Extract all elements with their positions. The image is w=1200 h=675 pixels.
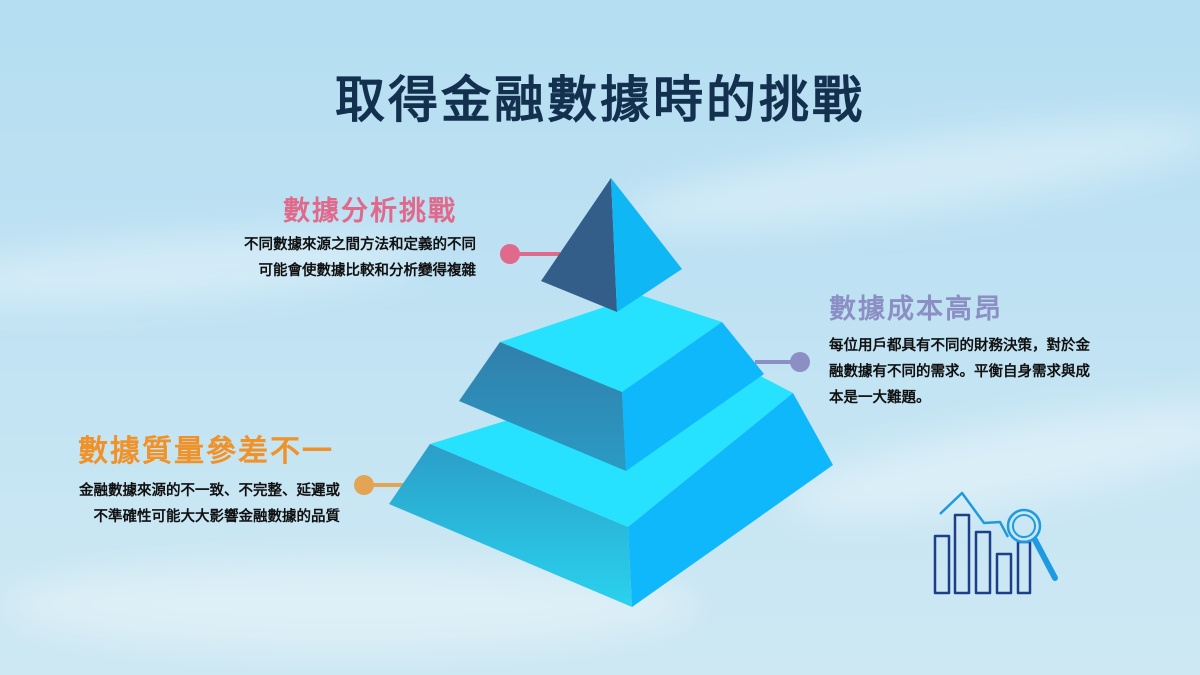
section-heading-cost: 數據成本高昂 <box>829 294 1003 325</box>
page-title: 取得金融數據時的挑戰 <box>335 71 865 129</box>
section-text-cost: 每位用戶都具有不同的財務決策，對於金 融數據有不同的需求。平衡自身需求與成 本是… <box>829 333 1090 411</box>
bar-chart-magnifier-icon <box>933 491 1058 595</box>
text-line: 可能會使數據比較和分析變得複雜 <box>258 263 477 279</box>
section-text-quality: 金融數據來源的不一致、不完整、延遲或 不準確性可能大大影響金融數據的品質 <box>40 478 340 530</box>
section-heading-analysis: 數據分析挑戰 <box>283 196 457 227</box>
pyramid-tier-middle <box>459 295 764 471</box>
section-text-analysis: 不同數據來源之間方法和定義的不同 可能會使數據比較和分析變得複雜 <box>180 232 476 284</box>
connector-analysis <box>500 244 560 264</box>
connector-quality <box>354 475 405 495</box>
text-line: 本是一大難題。 <box>829 390 931 406</box>
text-line: 不同數據來源之間方法和定義的不同 <box>244 237 476 253</box>
text-line: 不準確性可能大大影響金融數據的品質 <box>93 509 341 525</box>
text-line: 融數據有不同的需求。平衡自身需求與成 <box>829 364 1090 380</box>
connector-cost <box>755 352 810 372</box>
text-line: 每位用戶都具有不同的財務決策，對於金 <box>829 338 1090 354</box>
section-heading-quality: 數據質量參差不一 <box>78 434 334 469</box>
pyramid-tier-top <box>541 178 682 312</box>
text-line: 金融數據來源的不一致、不完整、延遲或 <box>79 483 340 499</box>
